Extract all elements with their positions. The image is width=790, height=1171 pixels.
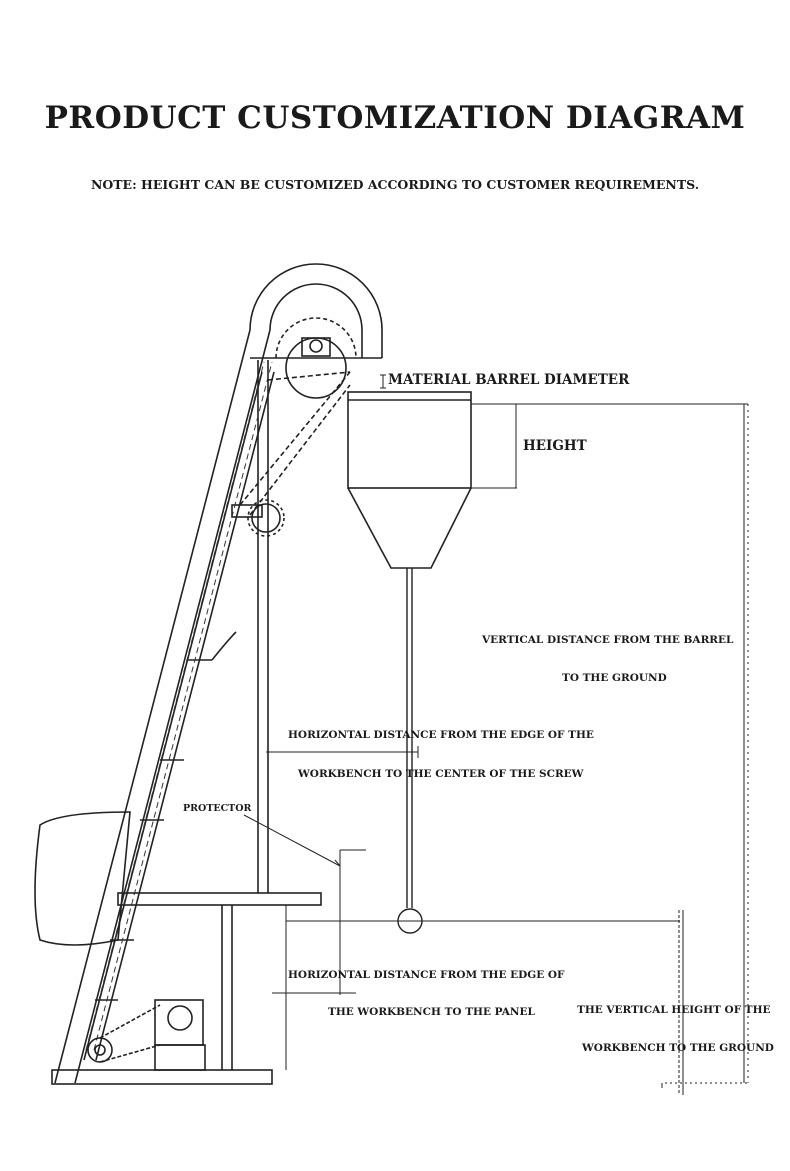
label-vertical-barrel-line2: TO THE GROUND (562, 672, 667, 684)
dimension-lines (243, 374, 750, 1095)
label-protector: PROTECTOR (183, 803, 252, 814)
label-vertical-barrel-line1: VERTICAL DISTANCE FROM THE BARREL (481, 634, 734, 646)
label-workbench-height-line1: THE VERTICAL HEIGHT OF THE (577, 1004, 771, 1016)
diagram-title: PRODUCT CUSTOMIZATION DIAGRAM (44, 100, 746, 136)
label-horizontal-screw-line1: HORIZONTAL DISTANCE FROM THE EDGE OF THE (288, 729, 594, 741)
label-workbench-height-line2: WORKBENCH TO THE GROUND (581, 1042, 774, 1054)
chain-links (85, 361, 273, 1051)
material-barrel (347, 391, 472, 569)
diagram-note: NOTE: HEIGHT CAN BE CUSTOMIZED ACCORDING… (90, 177, 700, 192)
gear-motor (87, 999, 206, 1071)
label-barrel-diameter: MATERIAL BARREL DIAMETER (388, 372, 630, 388)
conveyor-frame (54, 263, 383, 1084)
label-height: HEIGHT (523, 438, 587, 454)
workbench (51, 892, 322, 1085)
label-horizontal-screw-line2: WORKBENCH TO THE CENTER OF THE SCREW (297, 768, 584, 780)
label-horizontal-panel-line2: THE WORKBENCH TO THE PANEL (328, 1006, 535, 1018)
label-horizontal-panel-line1: HORIZONTAL DISTANCE FROM THE EDGE OF (288, 969, 565, 981)
feed-hopper (34, 811, 131, 946)
